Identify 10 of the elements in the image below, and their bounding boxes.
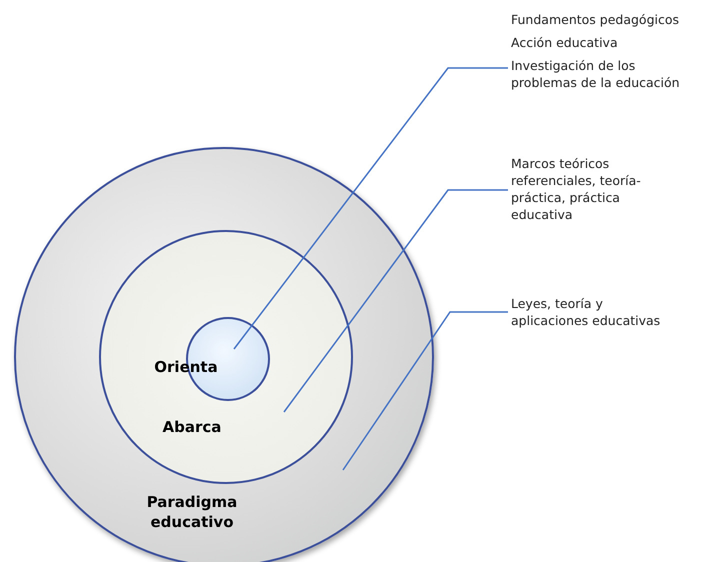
leader-line [283,189,508,412]
note-text: Marcos teóricos referenciales, teoría-práctica, práctica educativa [511,155,642,223]
note-text: Leyes, teoría y aplicaciones educativas [511,295,662,329]
note-text: Fundamentos pedagógicos [511,11,680,28]
note-text: Acción educativa [511,34,619,51]
note-text: Investigación de los problemas de la educación [511,57,681,91]
leader-line [342,311,508,470]
leader-line [233,67,508,350]
circle-label: Paradigma educativo [146,492,238,532]
circle-label: Abarca [162,417,222,437]
